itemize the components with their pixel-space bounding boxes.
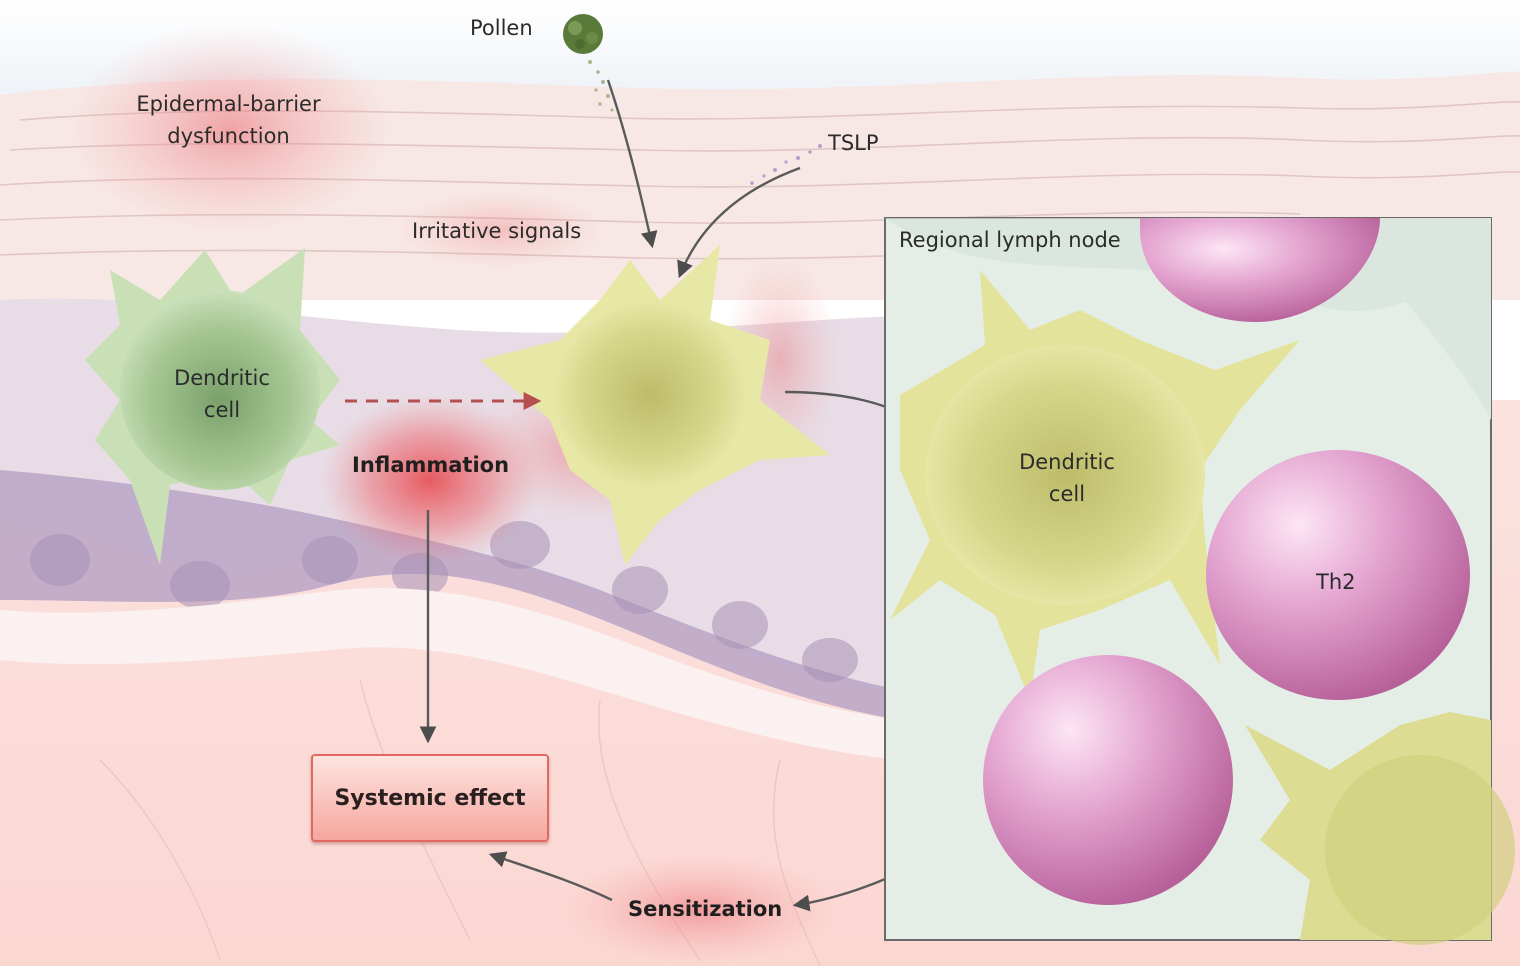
lymph-node-panel [885,218,1515,945]
systemic-effect-label: Systemic effect [334,786,525,811]
sensitization-label: Sensitization [628,893,782,925]
th2-label: Th2 [1316,566,1356,598]
dendritic-cell-node-label-line2: cell [1007,478,1127,510]
epidermal-barrier-label: Epidermal-barrier dysfunction [126,88,331,152]
dendritic-cell-node-label-line1: Dendritic [1007,446,1127,478]
epidermal-barrier-label-line2: dysfunction [126,120,331,152]
dendritic-cell-left-label: Dendritic cell [162,362,282,426]
regional-lymph-node-label: Regional lymph node [899,224,1121,256]
inflammation-label: Inflammation [352,449,509,481]
systemic-effect-box: Systemic effect [311,754,549,842]
pollen-icon [563,14,603,54]
pollen-label: Pollen [470,12,533,44]
epidermal-barrier-label-line1: Epidermal-barrier [126,88,331,120]
tslp-label: TSLP [828,127,879,159]
irritative-signals-label: Irritative signals [412,215,581,247]
dendritic-cell-left-label-line1: Dendritic [162,362,282,394]
dendritic-cell-node-label: Dendritic cell [1007,446,1127,510]
dendritic-cell-left-label-line2: cell [162,394,282,426]
